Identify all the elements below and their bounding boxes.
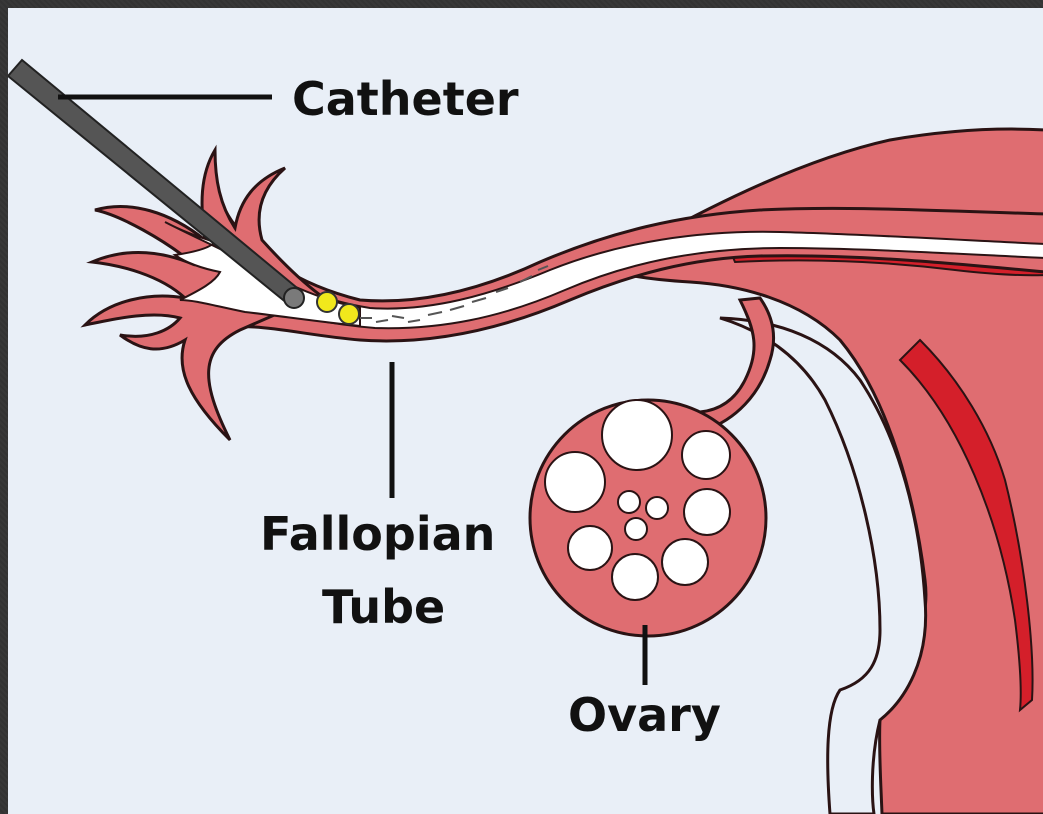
anatomy-illustration	[8, 8, 1043, 814]
diagram-panel: Catheter Fallopian Tube Ovary	[8, 8, 1043, 814]
implant-coil	[339, 304, 359, 324]
fallopian-tube-label-line2: Tube	[322, 581, 445, 633]
catheter-label: Catheter	[292, 73, 519, 125]
catheter-tip	[284, 288, 304, 308]
fallopian-tube-label-line1: Fallopian	[260, 508, 495, 560]
implant-coil	[317, 292, 337, 312]
ovary-label: Ovary	[568, 689, 721, 741]
